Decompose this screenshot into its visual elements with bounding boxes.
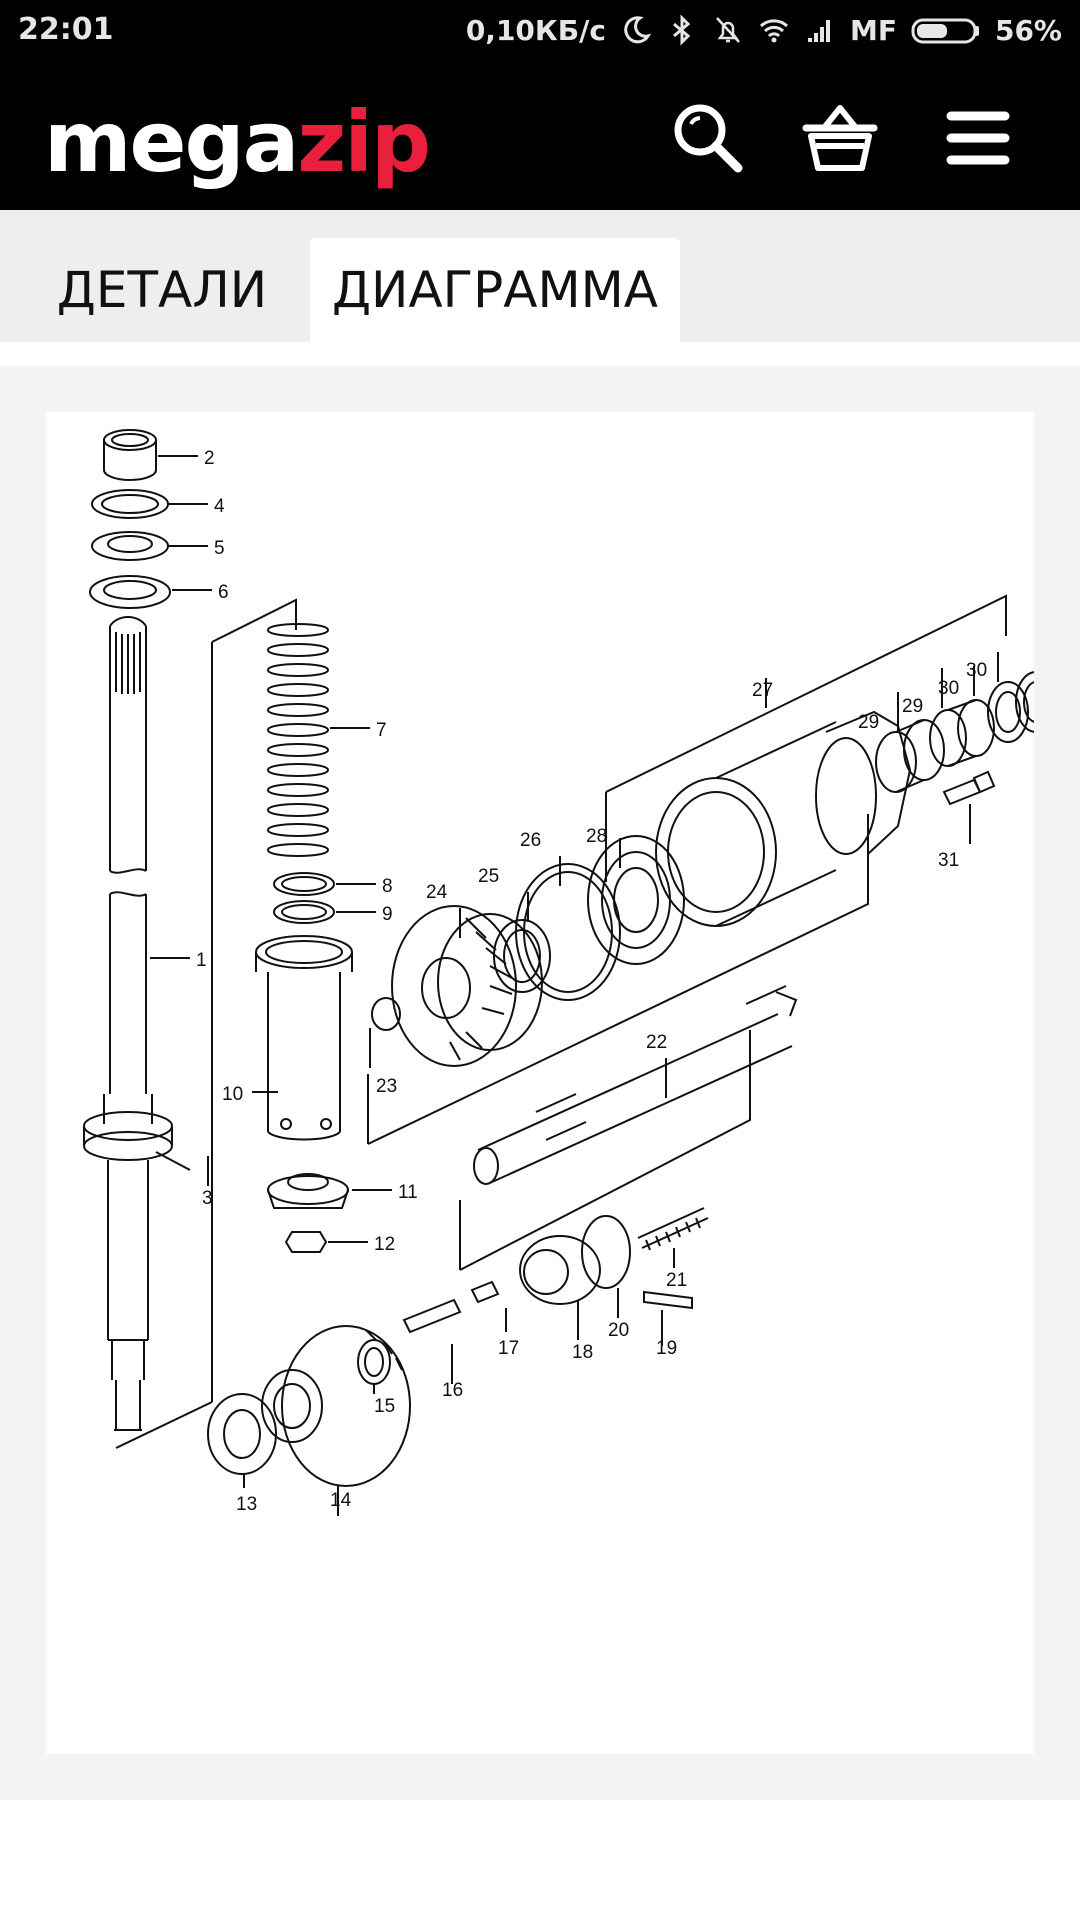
cart-button[interactable] (800, 98, 880, 178)
callout-23: 23 (376, 1076, 397, 1097)
callout-16: 16 (442, 1380, 463, 1401)
callout-29b: 29 (902, 696, 923, 717)
status-bar: 22:01 0,10КБ/с MF 56% (0, 0, 1080, 62)
callout-19: 19 (656, 1338, 677, 1359)
callout-3: 3 (202, 1188, 213, 1209)
menu-icon (946, 111, 1010, 165)
signal-icon (807, 20, 830, 42)
callout-28: 28 (586, 826, 607, 847)
callout-2: 2 (204, 448, 215, 469)
diagram-panel: 2 4 5 6 7 8 9 1 10 11 12 3 13 14 15 16 1… (0, 366, 1080, 1800)
logo-part-zip: zip (297, 93, 431, 191)
battery-icon (911, 18, 979, 44)
parts-diagram[interactable]: 2 4 5 6 7 8 9 1 10 11 12 3 13 14 15 16 1… (46, 412, 1057, 1754)
part-bushing-drawing (103, 429, 157, 481)
part-spring-drawing (267, 623, 329, 857)
callout-29a: 29 (858, 712, 879, 733)
tab-details[interactable]: ДЕТАЛИ (56, 261, 268, 319)
callout-11: 11 (398, 1182, 418, 1203)
callout-6: 6 (218, 582, 229, 603)
part-forward-gear-drawing (391, 905, 543, 1067)
callout-13: 13 (236, 1494, 257, 1515)
menu-button[interactable] (938, 98, 1018, 178)
callout-8: 8 (382, 876, 393, 897)
bell-off-icon (716, 17, 740, 43)
callout-5: 5 (214, 538, 225, 559)
moon-icon (624, 16, 652, 44)
callout-26: 26 (520, 830, 541, 851)
callout-15: 15 (374, 1396, 395, 1417)
callout-30a: 30 (938, 678, 959, 699)
callout-17: 17 (498, 1338, 519, 1359)
callout-22: 22 (646, 1032, 667, 1053)
status-right: 0,10КБ/с MF 56% (466, 10, 1062, 50)
part-bearing-housing-drawing (655, 710, 912, 927)
callout-21: 21 (666, 1270, 687, 1291)
part-drive-shaft-drawing (83, 616, 173, 1431)
tab-bar: ДЕТАЛИ ДИАГРАММА (0, 210, 1080, 342)
wifi-icon (759, 19, 788, 43)
callout-1: 1 (196, 950, 207, 971)
part-propeller-shaft-drawing (473, 985, 798, 1185)
callout-24: 24 (426, 882, 448, 903)
network-speed: 0,10КБ/с (465, 13, 606, 47)
callout-14: 14 (330, 1490, 352, 1511)
callout-9: 9 (382, 904, 393, 925)
callout-30b: 30 (966, 660, 987, 681)
bluetooth-icon (672, 14, 691, 46)
carrier-label: MF (849, 13, 897, 47)
cart-icon (802, 105, 878, 171)
status-time: 22:01 (18, 12, 114, 47)
battery-percent: 56% (994, 13, 1062, 47)
search-button[interactable] (668, 98, 748, 178)
callout-12: 12 (374, 1234, 395, 1255)
callout-27: 27 (752, 680, 773, 701)
callout-10: 10 (222, 1084, 243, 1105)
callout-31: 31 (938, 850, 959, 871)
search-icon (674, 104, 743, 173)
callout-7: 7 (376, 720, 387, 741)
callout-4: 4 (214, 496, 225, 517)
callout-20: 20 (608, 1320, 629, 1341)
exploded-parts-diagram: 2 4 5 6 7 8 9 1 10 11 12 3 13 14 15 16 1… (83, 429, 1057, 1516)
callout-18: 18 (572, 1342, 593, 1363)
tab-diagram[interactable]: ДИАГРАММА (310, 238, 680, 342)
logo-part-mega: mega (44, 93, 299, 191)
callout-25: 25 (478, 866, 499, 887)
